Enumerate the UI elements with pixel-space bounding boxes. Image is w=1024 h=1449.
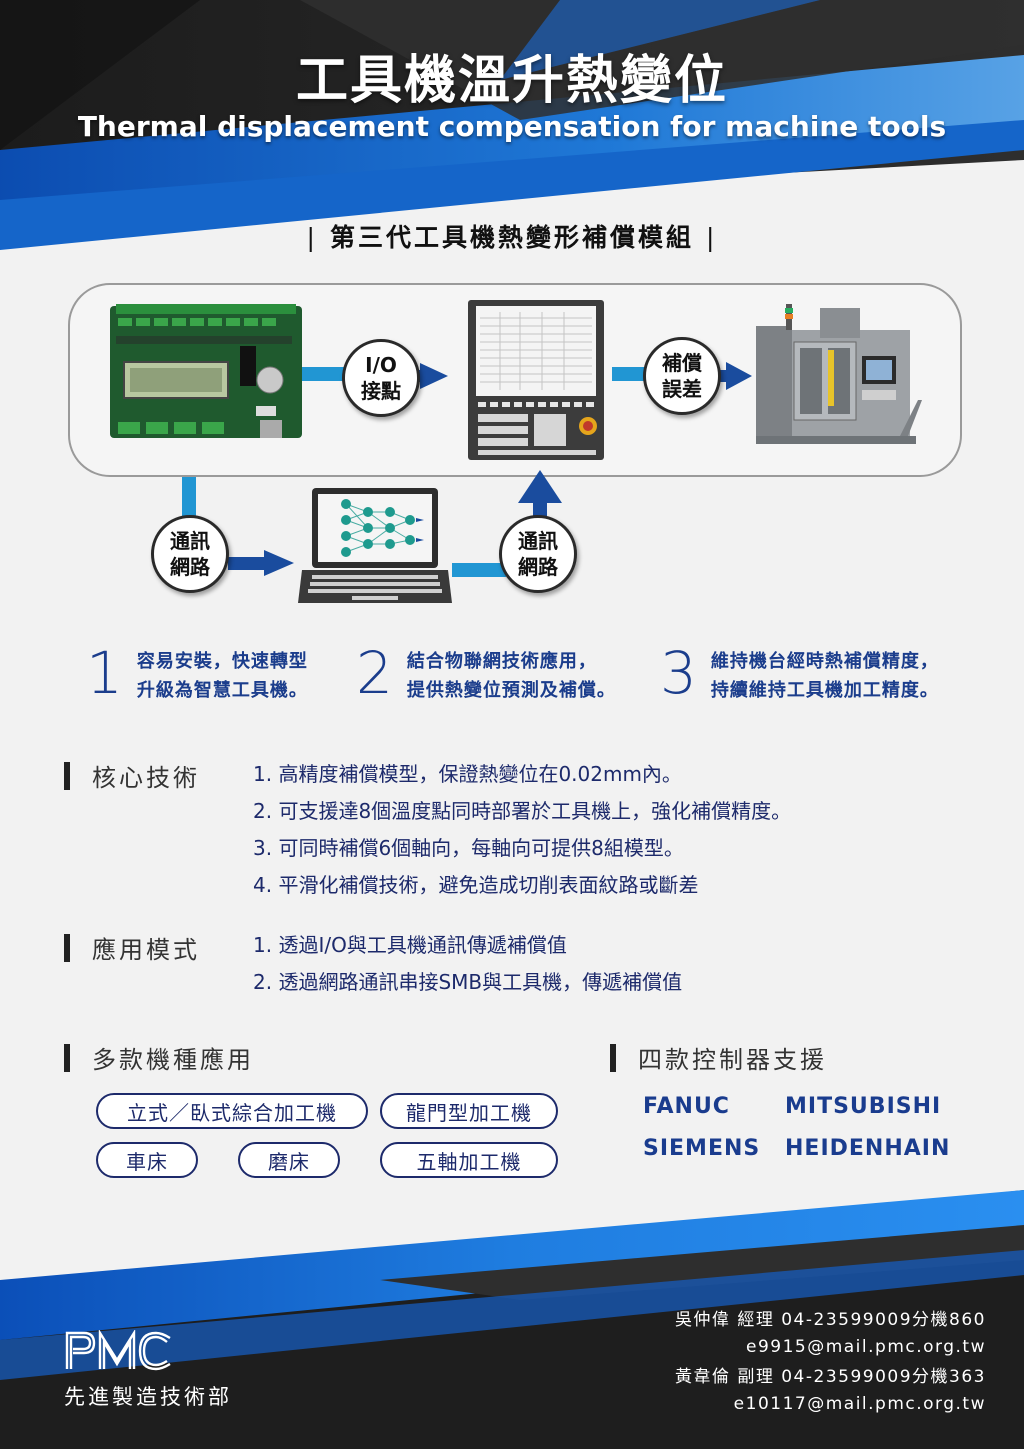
bubble-line: 通訊 [170, 529, 210, 553]
header-background [0, 0, 1024, 260]
feature-line: 容易安裝，快速轉型 [136, 651, 308, 672]
machine-pill: 五軸加工機 [380, 1142, 558, 1178]
list-item: 2. 透過網路通訊串接SMB與工具機，傳遞補償值 [253, 970, 683, 994]
section-bar [610, 1043, 616, 1072]
title-bar-left: | [306, 223, 318, 252]
contact-2: 黃韋倫 副理 04-23599009分機363 e10117@mail.pmc.… [675, 1364, 986, 1418]
connector-laptop-net [452, 563, 506, 577]
controller-board-image [110, 304, 302, 438]
list-item: 1. 透過I/O與工具機通訊傳遞補償值 [253, 933, 567, 957]
bubble-line: 網路 [170, 555, 210, 579]
feature-line: 持續維持工具機加工精度。 [710, 680, 939, 701]
section-label-text: 應用模式 [92, 936, 200, 964]
section-bar [64, 1043, 70, 1072]
contact-line: 黃韋倫 副理 04-23599009分機363 [674, 1367, 986, 1387]
feature-number: 3 [660, 639, 697, 707]
title-bar-right: | [706, 223, 718, 252]
machine-pill: 磨床 [238, 1142, 340, 1178]
list-item: 2. 可支援達8個溫度點同時部署於工具機上，強化補償精度。 [253, 799, 792, 823]
arrow-right-icon [420, 363, 448, 389]
machine-pill: 車床 [96, 1142, 198, 1178]
pmc-logo-icon [65, 1330, 171, 1371]
brand-fanuc: FANUC [643, 1094, 730, 1119]
app-mode-list: 1. 透過I/O與工具機通訊傳遞補償值 2. 透過網路通訊串接SMB與工具機，傳… [253, 927, 682, 1001]
list-item: 3. 可同時補償6個軸向，每軸向可提供8組模型。 [253, 836, 684, 860]
arrow-right-icon [726, 362, 752, 390]
brand-mitsubishi: MITSUBISHI [785, 1094, 942, 1119]
feature-number: 1 [86, 639, 123, 707]
feature-line: 提供熱變位預測及補償。 [406, 680, 616, 701]
machine-tool-image [756, 304, 922, 444]
feature-2: 2 結合物聯網技術應用， 提供熱變位預測及補償。 [356, 639, 616, 707]
feature-line: 結合物聯網技術應用， [406, 651, 597, 672]
connector-pcb-down [182, 477, 196, 517]
contact-1: 吳仲偉 經理 04-23599009分機860 e9915@mail.pmc.o… [675, 1307, 986, 1361]
bubble-line: 補償 [662, 351, 702, 375]
department-name: 先進製造技術部 [64, 1385, 232, 1409]
laptop-image [298, 488, 452, 603]
feature-3: 3 維持機台經時熱補償精度， 持續維持工具機加工精度。 [660, 639, 939, 707]
brand-siemens: SIEMENS [643, 1136, 761, 1161]
page-subtitle: Thermal displacement compensation for ma… [77, 110, 947, 143]
core-tech-label: 核心技術 [64, 758, 200, 793]
bubble-line: 網路 [518, 555, 558, 579]
section-label-text: 多款機種應用 [92, 1046, 254, 1074]
system-diagram [110, 300, 922, 603]
bubble-line: 通訊 [518, 529, 558, 553]
controllers-label: 四款控制器支援 [610, 1040, 827, 1075]
machine-pill: 龍門型加工機 [380, 1093, 558, 1129]
cnc-controller-image [468, 300, 604, 460]
contact-line: 吳仲偉 經理 04-23599009分機860 [674, 1310, 986, 1330]
contact-email[interactable]: e10117@mail.pmc.org.tw [733, 1394, 986, 1414]
list-item: 1. 高精度補償模型，保證熱變位在0.02mm內。 [253, 762, 682, 786]
feature-1: 1 容易安裝，快速轉型升級為智慧工具機。 [86, 639, 308, 707]
arrow-right-icon [264, 550, 294, 576]
bubble-line: 誤差 [662, 377, 702, 401]
feature-line: 維持機台經時熱補償精度， [710, 651, 939, 672]
section-bar [64, 761, 70, 790]
arrow-up-icon [518, 470, 562, 503]
compensation-error-bubble: 補償 誤差 [643, 337, 721, 415]
feature-line: 升級為智慧工具機。 [136, 680, 308, 701]
feature-number: 2 [356, 639, 393, 707]
bubble-line: I/O [365, 353, 397, 377]
network-bubble-left: 通訊 網路 [151, 515, 229, 593]
footer-background [0, 1190, 1024, 1449]
machines-label: 多款機種應用 [64, 1040, 254, 1075]
module-title: | 第三代工具機熱變形補償模組 | [0, 218, 1024, 254]
section-bar [64, 933, 70, 962]
network-bubble-right: 通訊 網路 [499, 515, 577, 593]
machine-pill: 立式／臥式綜合加工機 [96, 1093, 368, 1129]
section-label-text: 核心技術 [92, 764, 200, 792]
app-mode-label: 應用模式 [64, 930, 200, 965]
core-tech-list: 1. 高精度補償模型，保證熱變位在0.02mm內。 2. 可支援達8個溫度點同時… [253, 756, 791, 904]
module-title-text: 第三代工具機熱變形補償模組 [329, 223, 694, 252]
brand-heidenhain: HEIDENHAIN [785, 1136, 951, 1161]
section-label-text: 四款控制器支援 [638, 1046, 827, 1074]
page-title: 工具機溫升熱變位 [295, 51, 728, 111]
list-item: 4. 平滑化補償技術，避免造成切削表面紋路或斷差 [253, 873, 699, 897]
io-contact-bubble: I/O 接點 [342, 339, 420, 417]
contact-email[interactable]: e9915@mail.pmc.org.tw [745, 1337, 986, 1357]
bubble-line: 接點 [361, 379, 401, 403]
